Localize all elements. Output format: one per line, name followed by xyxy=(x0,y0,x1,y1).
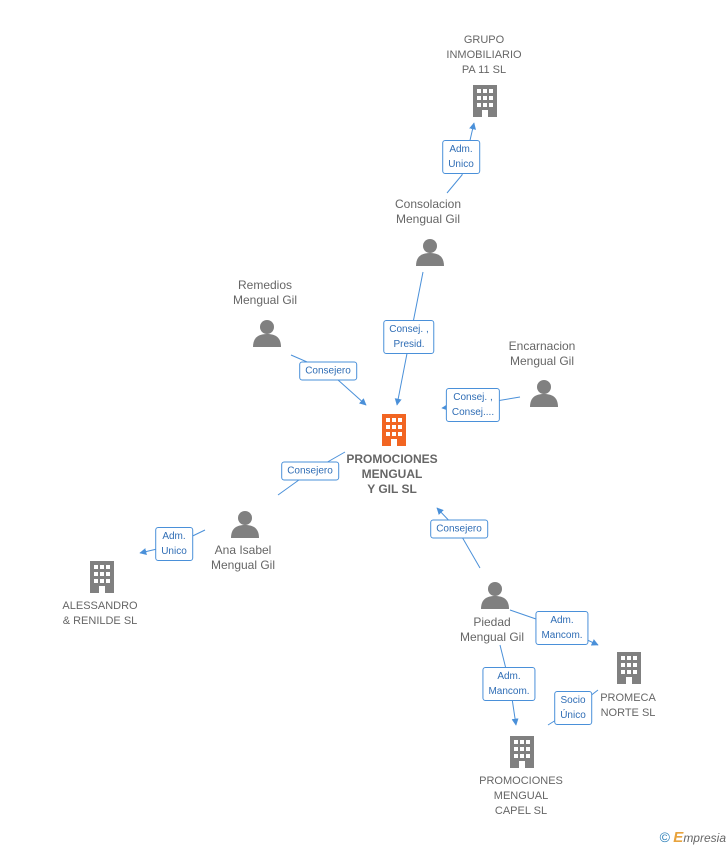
edge-label-capel-promeca: Socio Único xyxy=(554,691,592,725)
brand-logo-letter: E xyxy=(673,829,684,846)
edge-label-consolacion-grupo: Adm. Unico xyxy=(442,140,480,174)
consolacion-person-icon xyxy=(416,239,444,266)
node-grupo[interactable]: GRUPO INMOBILIARIO PA 11 SL xyxy=(446,34,522,76)
grupo-building-icon xyxy=(473,85,497,117)
node-encarnacion[interactable]: Encarnacion Mengual Gil xyxy=(508,339,576,368)
edge-label-ana-center: Consejero xyxy=(281,461,339,481)
center-building-icon xyxy=(382,414,406,446)
edge-label-piedad-promeca: Adm. Mancom. xyxy=(535,611,589,645)
edge-label-piedad-capel: Adm. Mancom. xyxy=(482,667,536,701)
node-piedad[interactable]: Piedad Mengual Gil xyxy=(459,615,525,644)
node-ana[interactable]: Ana Isabel Mengual Gil xyxy=(210,543,276,572)
brand-logo-text: mpresia xyxy=(683,831,726,845)
edge-label-consolacion-center: Consej. , Presid. xyxy=(383,320,435,354)
ana-person-icon xyxy=(231,511,259,538)
remedios-person-icon xyxy=(253,320,281,347)
alessandro-building-icon xyxy=(90,561,114,593)
node-alessandro[interactable]: ALESSANDRO & RENILDE SL xyxy=(62,600,138,627)
brand-footer: © Empresia xyxy=(660,829,726,846)
node-capel[interactable]: PROMOCIONES MENGUAL CAPEL SL xyxy=(479,775,563,817)
edge-label-remedios-center: Consejero xyxy=(299,361,357,381)
node-center[interactable]: PROMOCIONES MENGUAL Y GIL SL xyxy=(346,452,438,496)
encarnacion-person-icon xyxy=(530,380,558,407)
edge-label-piedad-center: Consejero xyxy=(430,519,488,539)
capel-building-icon xyxy=(510,736,534,768)
node-consolacion[interactable]: Consolacion Mengual Gil xyxy=(394,197,462,226)
node-remedios[interactable]: Remedios Mengual Gil xyxy=(232,278,298,307)
copyright-icon: © xyxy=(659,829,670,845)
piedad-person-icon xyxy=(481,582,509,609)
edge-label-ana-alessandro: Adm. Unico xyxy=(155,527,193,561)
node-promeca[interactable]: PROMECA NORTE SL xyxy=(600,692,656,719)
promeca-building-icon xyxy=(617,652,641,684)
edge-label-encarnacion-center: Consej. , Consej.... xyxy=(445,388,501,422)
